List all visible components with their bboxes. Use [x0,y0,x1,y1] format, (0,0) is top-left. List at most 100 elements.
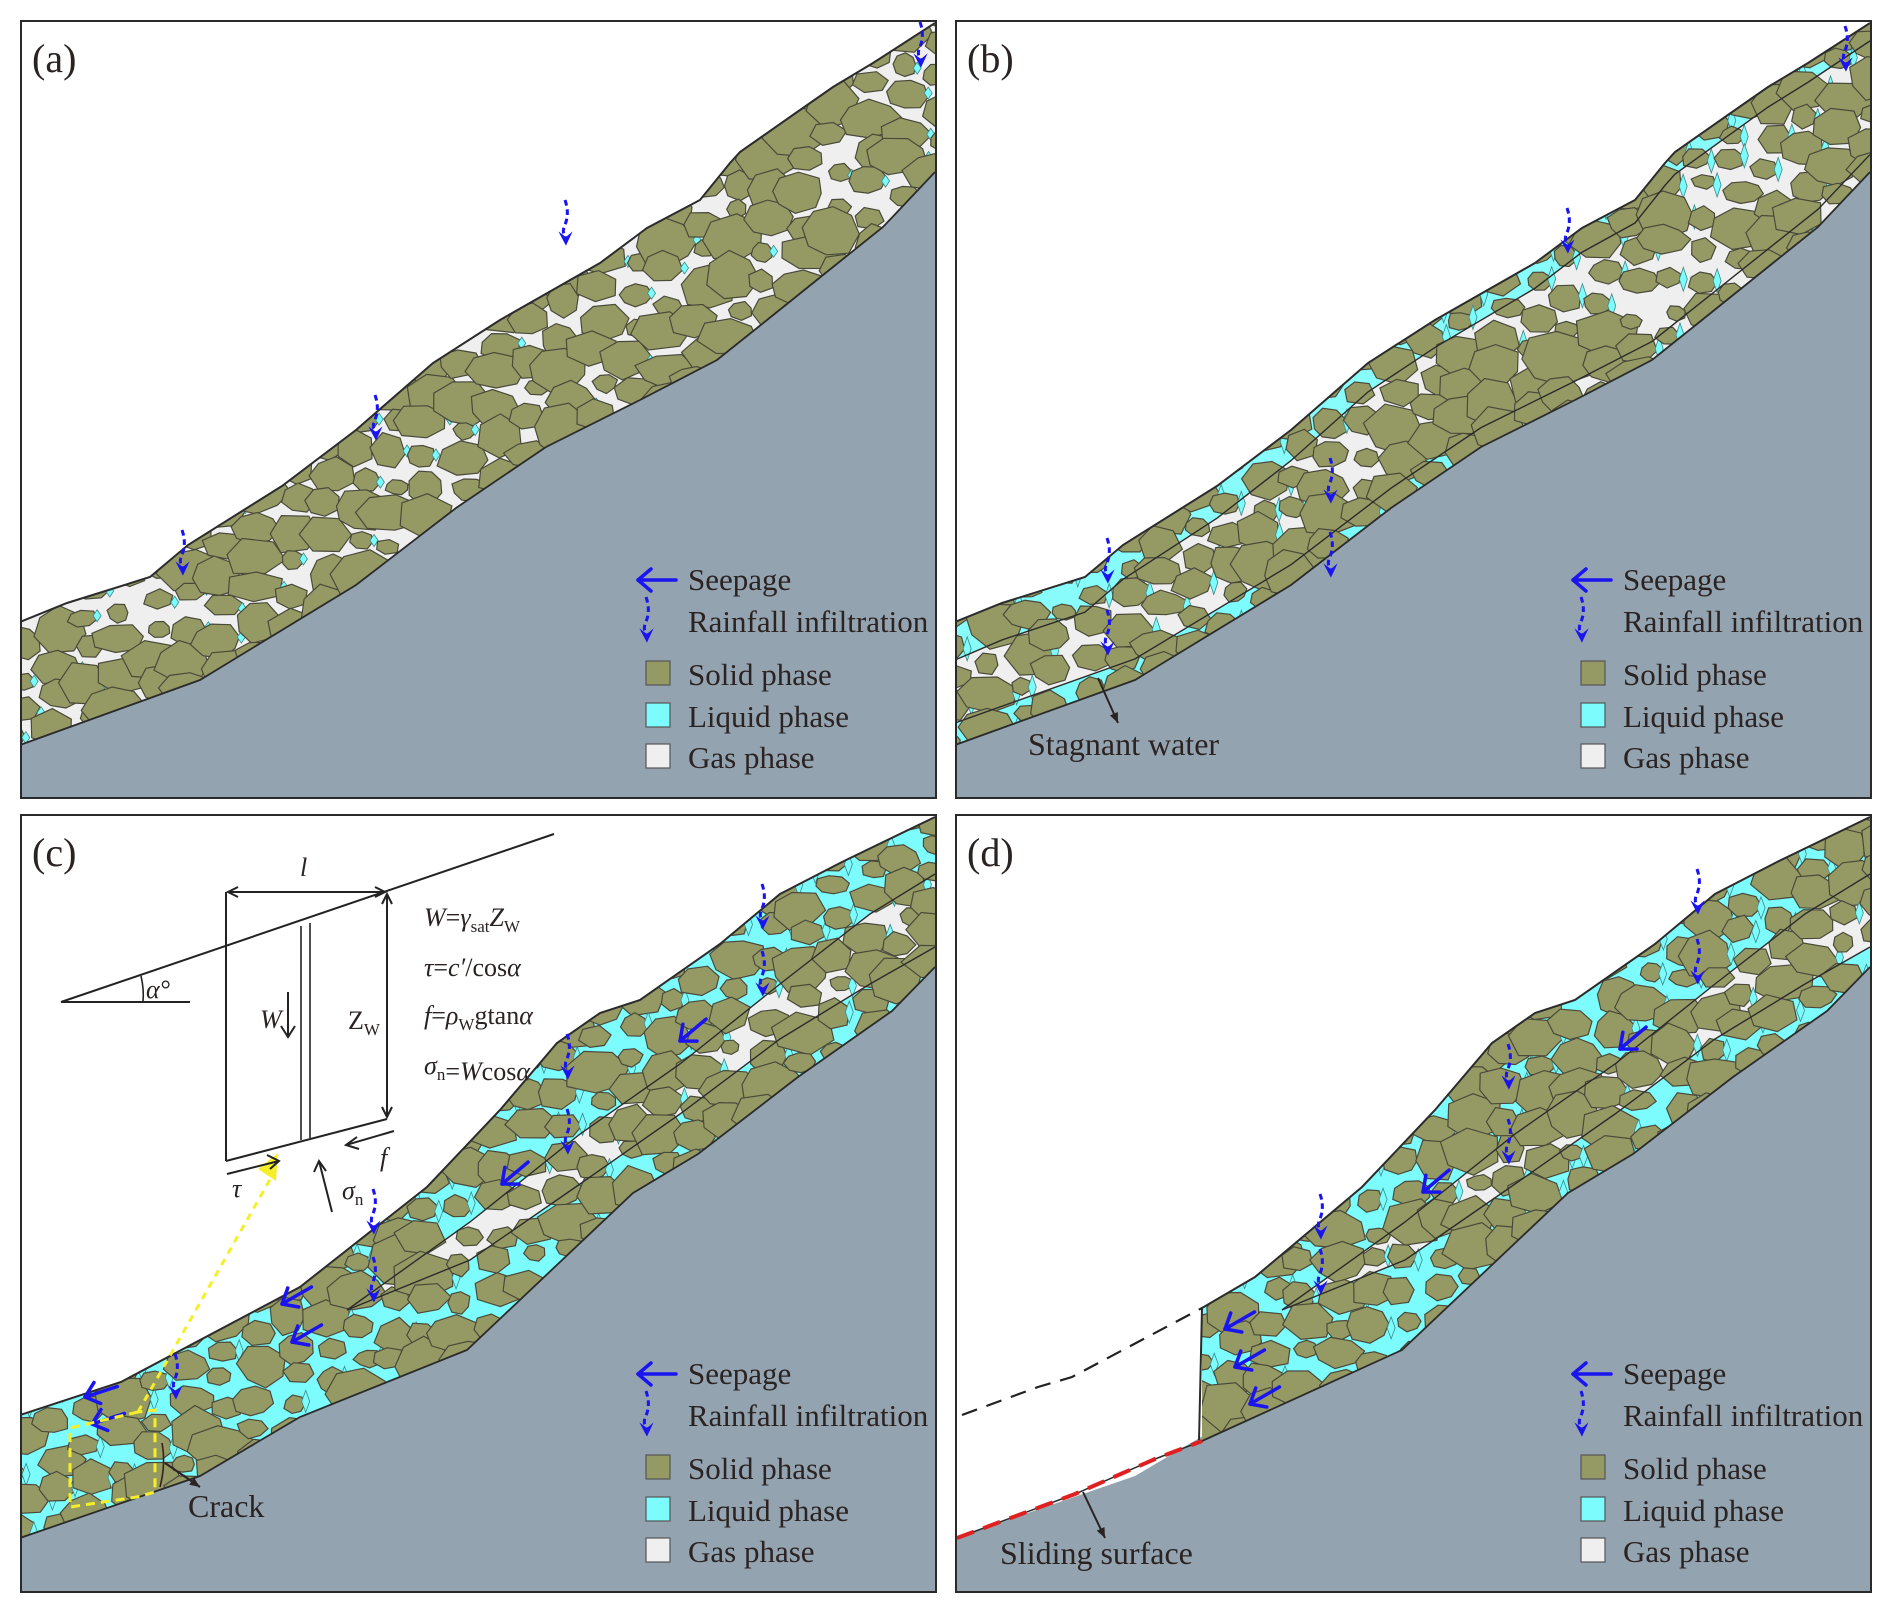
rock [1832,931,1854,953]
rock [1687,205,1716,232]
water-droplet [92,608,102,623]
rock [504,1107,561,1139]
rock [851,71,889,94]
rainfall-infiltration-icon [1560,207,1575,254]
water-droplet [95,1434,105,1459]
rainfall-infiltration-icon [1313,1248,1328,1295]
legend-label-rainfall: Rainfall infiltration [688,604,929,639]
rainfall-infiltration-icon [366,1256,381,1303]
rock [1527,271,1552,291]
rock [473,1178,519,1211]
rock [1723,983,1754,1008]
rainfall-infiltration-icon [639,1390,654,1437]
rock [106,603,129,624]
rock [790,919,826,946]
rock [1246,425,1284,452]
rock [265,1260,310,1303]
water-droplet [680,261,689,275]
legend-item-liquid: Liquid phase [1580,699,1784,734]
rock [748,268,774,294]
rock [1170,567,1214,600]
rock [922,63,935,86]
legend-label-liquid: Liquid phase [688,699,849,734]
rock [1727,892,1763,918]
rock [882,930,917,957]
rock [922,835,935,855]
rock [1732,947,1772,976]
seepage-arrow-icon [678,1017,708,1043]
rock [1691,237,1717,264]
legend-label-solid: Solid phase [1623,1451,1767,1486]
water-droplet [1796,998,1805,1023]
rock [1027,618,1070,652]
rock [801,206,860,256]
rock [1690,174,1717,190]
rock [1524,1055,1556,1077]
rock [283,1394,306,1415]
legend-label-gas: Gas phase [1623,1534,1750,1569]
water-droplet [170,595,180,609]
water-droplet [923,86,933,100]
rock [342,1313,374,1339]
rock [1618,267,1661,294]
rock [1718,125,1746,145]
water-droplet [465,325,475,339]
legend-swatch-solid [645,660,671,686]
legend-item-liquid: Liquid phase [1580,1493,1784,1528]
water-droplet [431,448,441,462]
water-droplet [29,674,39,689]
water-droplet [1773,156,1783,183]
shear-arrow [226,1160,280,1175]
water-droplet [375,475,385,489]
formula-3: f=ρWgtanα [424,1001,534,1034]
rock [227,571,284,603]
rock [924,28,935,56]
rock [900,944,935,981]
rock [815,875,851,895]
rock [207,1341,238,1362]
panel-label: (c) [32,830,76,875]
legend-label-liquid: Liquid phase [1623,1493,1784,1528]
seepage-arrow-icon [636,1361,678,1387]
rock [1861,817,1870,866]
rock [1312,1336,1366,1370]
rainfall-infiltration-icon [368,394,383,441]
legend-label-gas: Gas phase [1623,740,1750,775]
rock [1520,304,1559,333]
rock [677,965,720,997]
legend-swatch-solid [1580,660,1606,686]
seepage-arrow-icon [500,1160,530,1186]
rock [727,300,753,321]
rainfall-infiltration-icon [1690,868,1705,915]
rock [206,1367,232,1386]
legend-item-solid: Solid phase [645,657,832,692]
rock [1829,900,1858,926]
rock [546,282,579,319]
rock [226,537,287,575]
crack-label: Crack [188,1488,264,1524]
legend-item-gas: Gas phase [645,740,815,775]
legend-swatch-gas [645,1537,671,1563]
wetting-front-line [955,40,1871,661]
legend-item-seepage: Seepage [636,562,791,597]
rock [1618,1089,1658,1112]
original-surface-dashed [961,1307,1203,1417]
rainfall-infiltration-icon [168,1353,183,1400]
rock [1860,103,1870,123]
rock [1421,1081,1448,1101]
rock [1798,985,1838,1009]
legend-item-gas: Gas phase [1580,1534,1750,1569]
water-droplet [1751,919,1761,944]
water-droplet [470,422,480,437]
rock [376,538,400,555]
water-droplet [647,286,656,300]
rock [1495,1134,1525,1164]
panel-label: (a) [32,36,76,81]
rock [1312,441,1350,468]
wetting-front-line-upper [1281,873,1871,1311]
